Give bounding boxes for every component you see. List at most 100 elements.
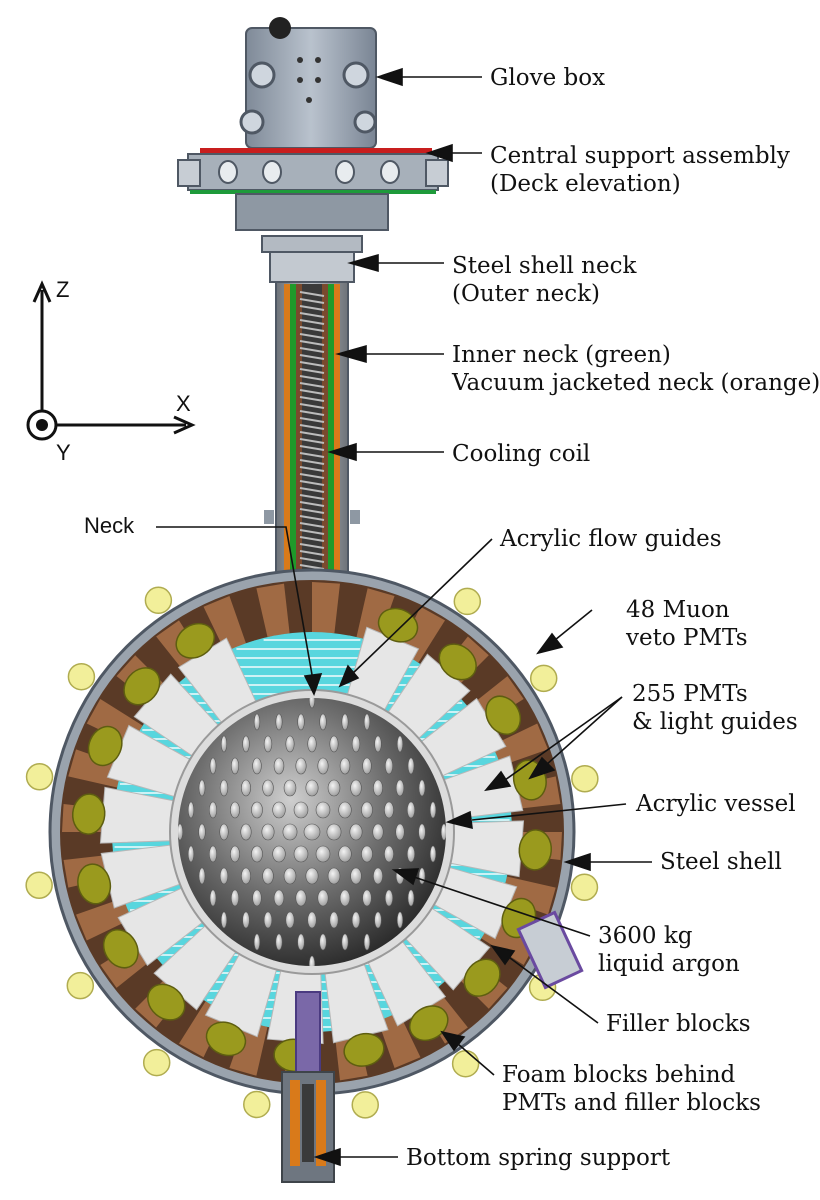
coil-turn (299, 326, 325, 332)
vessel-pmt-window (230, 801, 240, 819)
coil-turn (299, 396, 325, 402)
vessel-pmt-window (341, 933, 349, 951)
label-pmts-1: 255 PMTs (632, 681, 748, 707)
pmt (485, 695, 522, 735)
acrylic-vessel (178, 698, 446, 966)
label-argon-2: liquid argon (598, 951, 740, 977)
label-argon-1: 3600 kg (598, 923, 693, 949)
vessel-pmt-window (209, 757, 217, 775)
coil-turn (299, 564, 325, 570)
vessel-pmt-window (263, 911, 273, 929)
vessel-pmt-window (303, 823, 321, 841)
muon-veto-pmt (144, 586, 173, 615)
muon-veto-pmt (570, 873, 599, 901)
vessel-pmt-window (384, 801, 394, 819)
vessel-pmt-window (251, 801, 263, 819)
coil-turn (299, 487, 325, 493)
label-acrylic-vessel: Acrylic vessel (635, 791, 796, 817)
pmt (175, 622, 215, 659)
coordinate-axes: Z X Y (26, 277, 196, 465)
pmt (518, 829, 553, 871)
vessel-pmt-window (282, 823, 298, 841)
vessel-pmt-window (338, 801, 352, 819)
muon-veto-pmt (67, 662, 96, 691)
muon-veto-pmt (529, 664, 558, 693)
vessel-pmt-window (272, 801, 286, 819)
vessel-pmt-window (363, 933, 371, 951)
coil-turn (299, 368, 325, 374)
vessel-pmt-window (351, 911, 361, 929)
label-cooling-coil: Cooling coil (452, 441, 590, 467)
vessel-pmt-window (349, 823, 363, 841)
pmt (438, 643, 477, 681)
vessel-pmt-window (275, 933, 283, 951)
vessel-pmt-window (384, 889, 394, 907)
coil-turn (299, 515, 325, 521)
vessel-pmt-window (406, 845, 416, 863)
vessel-pmt-window (374, 735, 382, 753)
vessel-pmt-window (198, 779, 206, 797)
vessel-pmt-window (208, 845, 218, 863)
vessel-pmt-window (308, 698, 316, 709)
vessel-pmt-window (283, 867, 297, 885)
vessel-pmt-window (220, 911, 228, 929)
foam-block (312, 582, 340, 634)
vessel-pmt-window (285, 911, 295, 929)
vessel-pmt-window (372, 823, 384, 841)
coil-turn (299, 543, 325, 549)
foam-block (76, 898, 132, 941)
vessel-pmt-window (187, 801, 195, 819)
vessel-pmt-window (241, 779, 251, 797)
coil-turn (299, 550, 325, 556)
vessel-pmt-window (198, 867, 206, 885)
pmt (409, 1005, 449, 1042)
vessel-pmt-window (308, 955, 316, 966)
pmt (205, 1021, 247, 1057)
vessel-pmt-window (350, 779, 362, 797)
vessel-pmt-window (295, 757, 307, 775)
vessel-pmt-window (305, 779, 319, 797)
vessel-pmt-window (252, 757, 262, 775)
vessel-pmt-window (326, 823, 342, 841)
pmt (343, 1032, 385, 1067)
coil-turn (299, 375, 325, 381)
coil-turn (299, 291, 325, 297)
vessel-pmt-window (261, 823, 275, 841)
vessel-pmt-window (252, 889, 262, 907)
vessel-pmt-window (317, 889, 329, 907)
coil-turn (299, 333, 325, 339)
coil-turn (299, 438, 325, 444)
vessel-pmt-window (293, 845, 309, 863)
vessel-pmt-window (319, 713, 327, 731)
vessel-pmt-window (339, 889, 351, 907)
y-axis-label: Y (56, 440, 71, 465)
vessel-pmt-window (307, 735, 317, 753)
vessel-pmt-window (220, 735, 228, 753)
x-axis-label: X (176, 391, 191, 416)
vessel-pmt-window (384, 757, 394, 775)
coil-turn (299, 452, 325, 458)
label-steel-shell: Steel shell (660, 849, 782, 875)
z-axis-label: Z (56, 277, 69, 302)
vessel-pmt-window (429, 801, 437, 819)
label-central-support: Central support assembly (490, 143, 790, 169)
coil-turn (299, 312, 325, 318)
vessel-pmt-window (327, 867, 341, 885)
vessel-pmt-window (338, 845, 352, 863)
vessel-pmt-window (305, 867, 319, 885)
vessel-pmt-window (273, 757, 285, 775)
foam-block (378, 1012, 421, 1068)
vessel-pmt-window (373, 867, 383, 885)
vessel-pmt-window (315, 801, 331, 819)
vessel-pmt-window (240, 823, 252, 841)
vessel-pmt-window (429, 845, 437, 863)
coil-turn (299, 417, 325, 423)
vessel-pmt-window (406, 801, 416, 819)
vessel-pmt-window (329, 735, 339, 753)
coil-turn (299, 529, 325, 535)
vessel-pmt-window (293, 801, 309, 819)
vessel-pmt-window (351, 735, 361, 753)
vessel-pmt-window (262, 867, 274, 885)
vessel-pmt-window (219, 779, 229, 797)
